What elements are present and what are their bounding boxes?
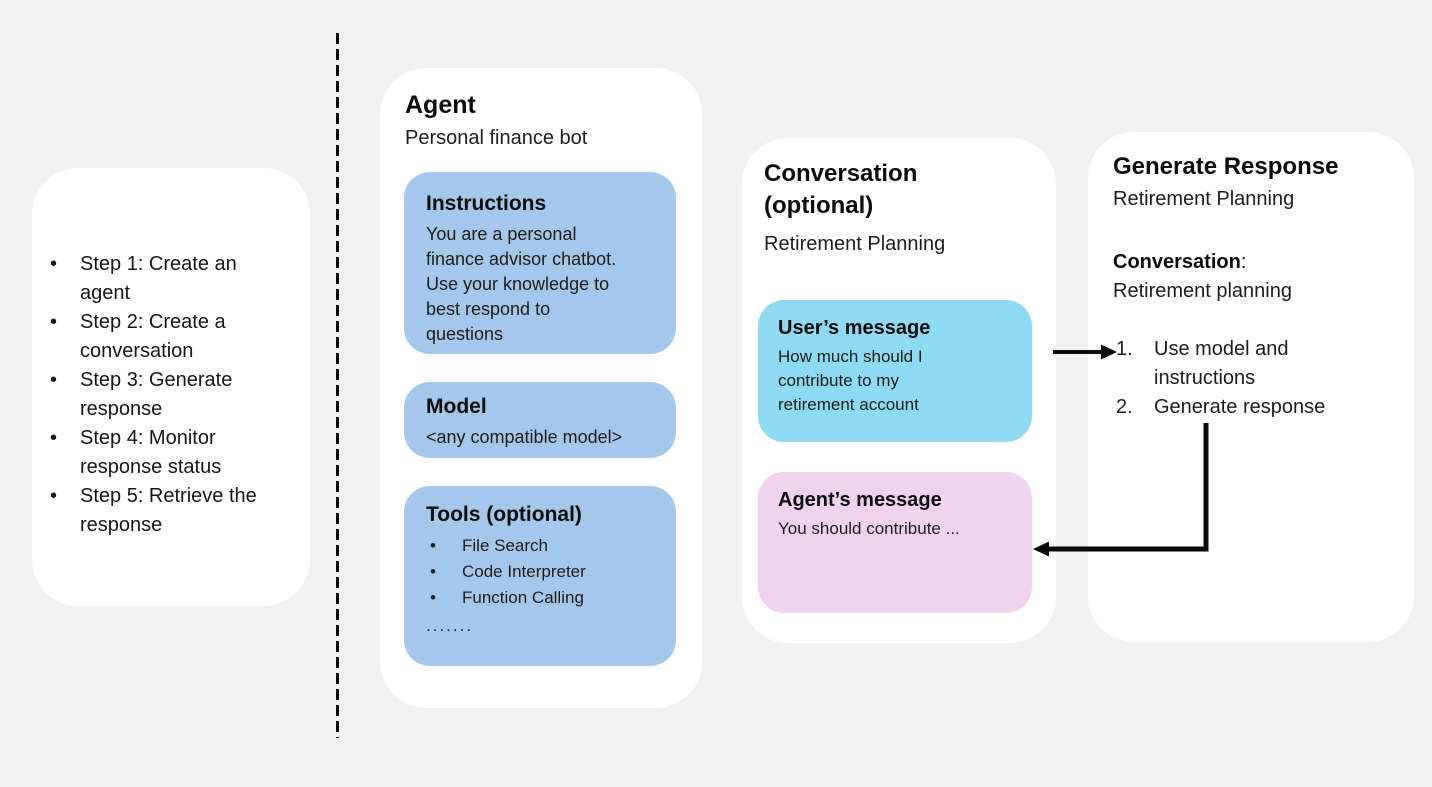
list-item: • Step 4: Monitor response status <box>50 424 280 482</box>
list-item: • Step 1: Create an agent <box>50 250 280 308</box>
bullet-icon: • <box>50 253 58 275</box>
model-box: Model <any compatible model> <box>404 382 676 458</box>
tool-text: Code Interpreter <box>462 562 586 581</box>
step-text: Step 2: Create a conversation <box>80 311 226 362</box>
bullet-icon: • <box>430 562 436 581</box>
conversation-card: Conversation (optional) Retirement Plann… <box>742 138 1056 643</box>
list-number: 2. <box>1116 396 1133 418</box>
steps-list: • Step 1: Create an agent • Step 2: Crea… <box>50 250 280 540</box>
dashed-divider-line <box>336 33 339 738</box>
agent-message-box: Agent’s message You should contribute ..… <box>758 472 1032 613</box>
step-text: Step 3: Generate response <box>80 369 233 420</box>
conversation-value: Retirement planning <box>1113 280 1292 302</box>
list-item: • File Search <box>426 533 654 559</box>
agent-card-title: Agent <box>405 91 476 119</box>
model-title: Model <box>426 395 487 418</box>
list-item: • Step 5: Retrieve the response <box>50 482 280 540</box>
steps-card: • Step 1: Create an agent • Step 2: Crea… <box>32 168 310 606</box>
tool-text: File Search <box>462 536 548 555</box>
conversation-label: Conversation <box>1113 251 1241 273</box>
tool-text: Function Calling <box>462 588 584 607</box>
agent-card: Agent Personal finance bot Instructions … <box>380 68 702 708</box>
list-item: 2. Generate response <box>1116 393 1376 422</box>
agent-message-title: Agent’s message <box>778 489 942 511</box>
tools-ellipsis: ....... <box>426 616 474 635</box>
bullet-icon: • <box>50 485 58 507</box>
step-text: Step 4: Monitor response status <box>80 427 222 478</box>
user-message-title: User’s message <box>778 317 931 339</box>
generate-card-title: Generate Response <box>1113 153 1339 180</box>
list-item: • Code Interpreter <box>426 559 654 585</box>
list-item: • Step 3: Generate response <box>50 366 280 424</box>
generate-step-text: Generate response <box>1154 396 1326 418</box>
bullet-icon: • <box>50 427 58 449</box>
bullet-icon: • <box>430 536 436 555</box>
list-number: 1. <box>1116 338 1133 360</box>
generate-card-subtitle: Retirement Planning <box>1113 188 1295 210</box>
user-message-body: How much should I contribute to my retir… <box>778 347 923 414</box>
step-text: Step 1: Create an agent <box>80 253 237 304</box>
model-body: <any compatible model> <box>426 427 623 447</box>
step-text: Step 5: Retrieve the response <box>80 485 257 536</box>
list-item: 1. Use model and instructions <box>1116 335 1376 393</box>
list-item: • Step 2: Create a conversation <box>50 308 280 366</box>
generate-steps-list: 1. Use model and instructions 2. Generat… <box>1116 335 1376 422</box>
instructions-title: Instructions <box>426 192 547 215</box>
generate-step-text: Use model and instructions <box>1154 338 1289 389</box>
bullet-icon: • <box>50 369 58 391</box>
conversation-card-subtitle: Retirement Planning <box>764 233 946 255</box>
list-item: • Function Calling <box>426 585 654 611</box>
conversation-label-line: Conversation: <box>1113 248 1246 277</box>
tools-box: Tools (optional) • File Search • Code In… <box>404 486 676 666</box>
conversation-card-title: Conversation (optional) <box>764 160 918 219</box>
bullet-icon: • <box>50 311 58 333</box>
instructions-body: You are a personal finance advisor chatb… <box>426 224 617 344</box>
agent-message-body: You should contribute ... <box>778 519 960 538</box>
agent-card-subtitle: Personal finance bot <box>405 127 588 149</box>
instructions-box: Instructions You are a personal finance … <box>404 172 676 354</box>
bullet-icon: • <box>430 588 436 607</box>
tools-title: Tools (optional) <box>426 503 582 526</box>
generate-response-card: Generate Response Retirement Planning Co… <box>1088 132 1414 642</box>
user-message-box: User’s message How much should I contrib… <box>758 300 1032 442</box>
conversation-label-colon: : <box>1240 251 1247 273</box>
